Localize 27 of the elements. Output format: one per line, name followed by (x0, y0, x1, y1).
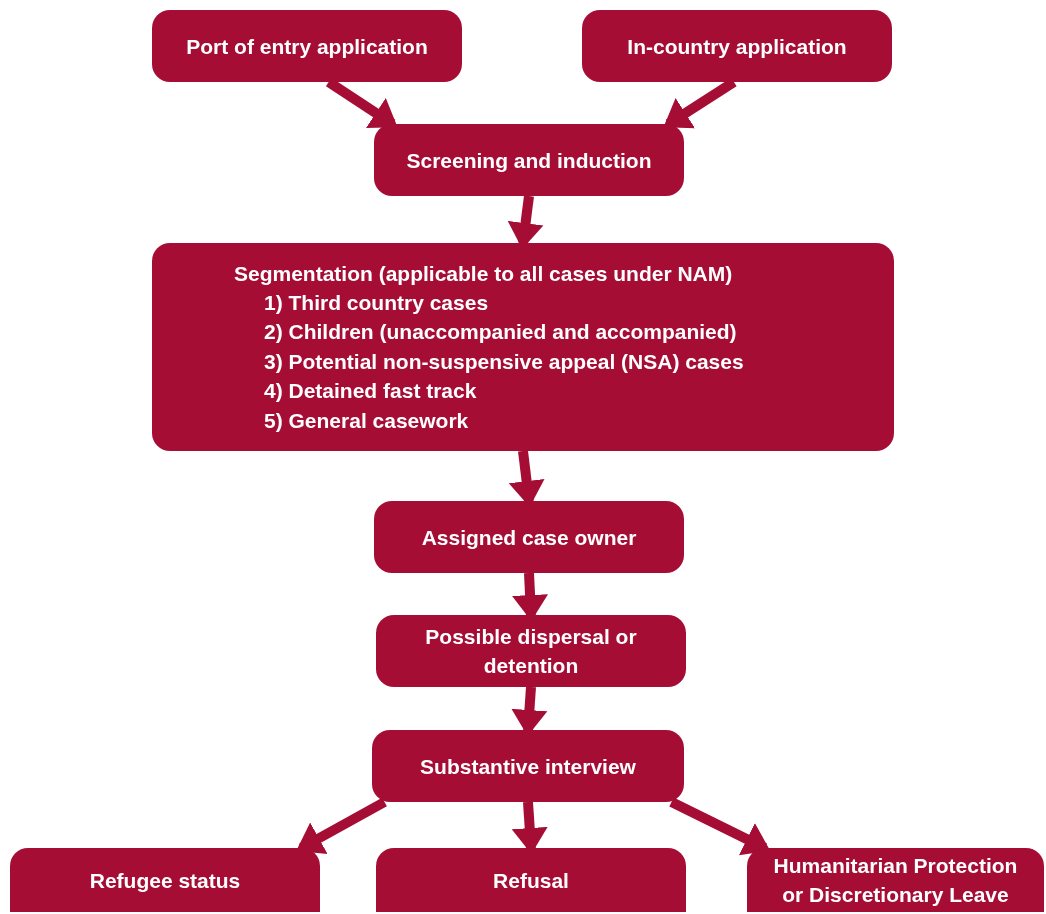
process-box (10, 848, 320, 912)
list-item: 3) Potential non-suspensive appeal (NSA) cases (264, 348, 744, 375)
list-item: 4) Detained fast track (264, 378, 477, 405)
arrow (669, 797, 771, 856)
process-box (372, 730, 684, 802)
list-item: 1) Third country cases (264, 289, 489, 316)
list-item: 5) General casework (264, 407, 469, 434)
list-item: 2) Children (unaccompanied and accompanied) (264, 319, 737, 346)
process-box (374, 124, 684, 196)
box-label: Refugee status (89, 867, 241, 894)
box-label: Humanitarian Protection or Discretionary Leave (772, 853, 1019, 908)
arrow (296, 797, 387, 855)
process-box (376, 615, 686, 687)
process-box (374, 501, 684, 573)
process-box (747, 848, 1044, 912)
box-label: Port of entry application (186, 33, 428, 60)
box-label: Possible dispersal or detention (424, 624, 638, 679)
box-label: Assigned case owner (421, 524, 637, 551)
box-label: Refusal (493, 867, 569, 894)
box-heading: Segmentation (applicable to all cases under NAM) (234, 260, 733, 287)
process-box (582, 10, 892, 82)
process-box (152, 10, 462, 82)
box-label: Screening and induction (406, 147, 652, 174)
box-label: Substantive interview (420, 753, 636, 780)
process-box (152, 243, 894, 451)
box-label: In-country application (627, 33, 847, 60)
process-box (376, 848, 686, 912)
